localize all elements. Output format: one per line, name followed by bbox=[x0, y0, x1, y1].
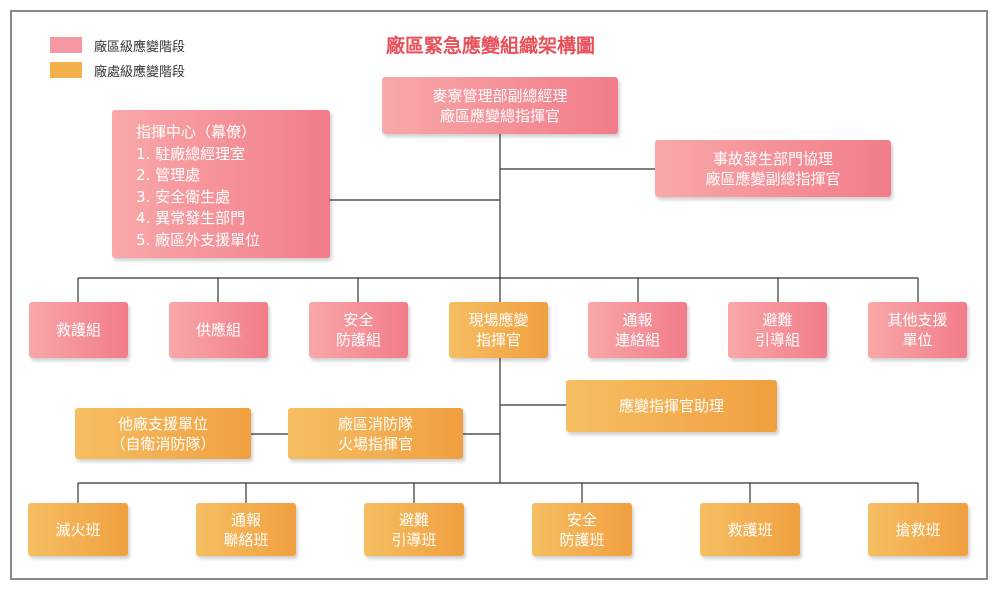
legend-label-plant: 廠區級應變階段 bbox=[94, 40, 186, 55]
node-evacuation-group: 避難引導組 bbox=[728, 302, 827, 358]
node-deputy-commander: 事故發生部門協理廠區應變副總指揮官 bbox=[655, 140, 891, 197]
node-liaison-team: 通報聯絡班 bbox=[196, 503, 296, 556]
node-general-commander: 麥寮管理部副總經理廠區應變總指揮官 bbox=[382, 77, 618, 134]
node-emergency-team: 搶救班 bbox=[868, 503, 968, 556]
node-command-center: 指揮中心（幕僚） 1. 駐廠總經理室 2. 管理處 3. 安全衛生處 4. 異常… bbox=[112, 110, 330, 258]
node-other-support: 其他支援單位 bbox=[868, 302, 967, 358]
node-other-plant-support: 他廠支援單位（自衛消防隊） bbox=[75, 408, 251, 459]
node-fire-commander: 廠區消防隊火場指揮官 bbox=[288, 408, 463, 459]
node-commander-assistant: 應變指揮官助理 bbox=[566, 380, 777, 432]
diagram-title: 廠區緊急應變組織架構圖 bbox=[386, 35, 596, 57]
node-rescue-group: 救護組 bbox=[29, 302, 128, 358]
node-evacuation-team: 避難引導班 bbox=[364, 503, 464, 556]
legend-label-division: 廠處級應變階段 bbox=[94, 65, 186, 80]
legend-swatch-plant bbox=[50, 37, 82, 53]
node-safety-team: 安全防護班 bbox=[532, 503, 632, 556]
node-firefighting-team: 滅火班 bbox=[28, 503, 128, 556]
diagram-frame bbox=[10, 10, 988, 580]
node-rescue-team: 救護班 bbox=[700, 503, 800, 556]
node-field-commander: 現場應變指揮官 bbox=[449, 302, 548, 358]
node-safety-group: 安全防護組 bbox=[309, 302, 408, 358]
legend-swatch-division bbox=[50, 62, 82, 78]
node-liaison-group: 通報連絡組 bbox=[588, 302, 687, 358]
node-supply-group: 供應組 bbox=[169, 302, 268, 358]
